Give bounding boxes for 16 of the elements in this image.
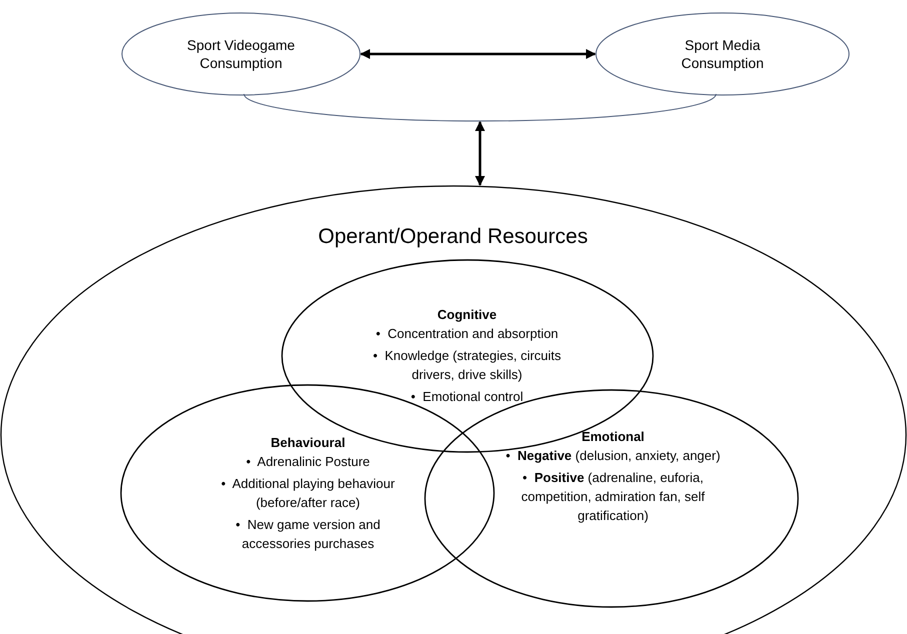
bullet-item: • Adrenalinic Posture [245,453,371,471]
circle-title: Operant/Operand Resources [317,224,589,250]
double-arrow [475,121,485,186]
double-arrow [360,49,596,59]
bullet-item: • Knowledge (strategies, circuits drivers, drive skills) [372,347,562,384]
circle-heading: Cognitive [436,306,498,324]
bullet-item: • New game version and accessories purchases [234,516,382,553]
bullet-item: • Emotional control [410,388,524,406]
bullet-item: • Additional playing behaviour (before/after race) [220,475,396,512]
node-label: Sport Videogame Consumption [186,36,296,72]
bullet-item: • Negative (delusion, anxiety, anger) [504,447,722,465]
node-label: Sport Media Consumption [680,36,765,72]
bullet-item: • Positive (adrenaline, euforia, competition, admiration fan, self gratification) [520,469,706,525]
circle-heading: Behavioural [270,434,346,452]
bullet-item: • Concentration and absorption [374,325,560,343]
circle-heading: Emotional [580,428,646,446]
